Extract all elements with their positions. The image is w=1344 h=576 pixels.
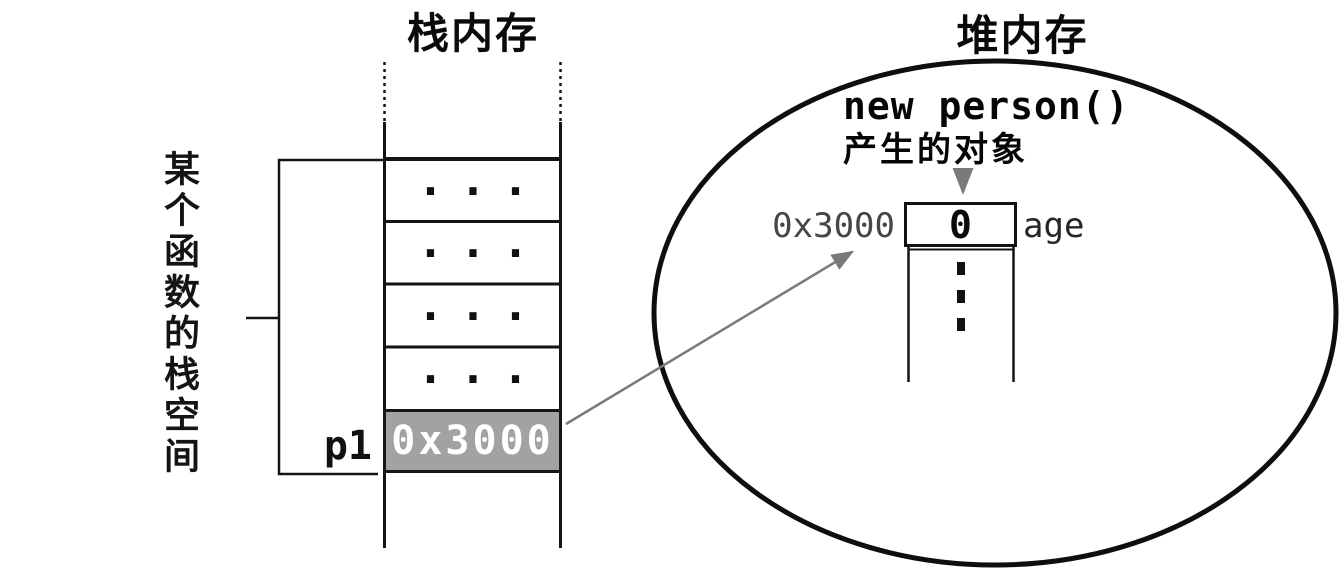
heap-field-value: 0 [949,202,972,247]
stack-title: 栈内存 [406,9,539,58]
pointer-arrow [565,250,855,426]
stack-pointer-cell: 0x3000 [383,409,562,473]
heap-object-address: 0x3000 [772,206,895,246]
heap-boundary-ellipse [651,58,1339,568]
heap-annotation-code: new person() [843,84,1130,128]
ellipsis-dot [957,318,965,331]
stack-pointer-value: 0x3000 [391,418,554,464]
stack-cell: ... [385,155,561,221]
heap-annotation-text: 产生的对象 [843,130,1028,170]
ellipsis-dots: ... [417,216,545,268]
ellipsis-dots: ... [417,279,545,331]
stack-cell: ... [385,343,561,409]
stack-frame-label: 某个函数的栈空间 [158,150,199,478]
stack-variable-name: p1 [323,423,372,469]
ellipsis-dot [957,290,965,303]
vertical-ellipsis-icon [908,262,1014,331]
ellipsis-dot [957,262,965,275]
heap-field-name: age [1023,206,1085,246]
ellipsis-dots: ... [417,154,545,206]
stack-cell: ... [385,217,561,283]
heap-title: 堆内存 [956,11,1089,60]
stack-cell: ... [385,280,561,346]
heap-object-field-cell: 0 [904,202,1017,247]
ellipsis-dots: ... [417,342,545,394]
